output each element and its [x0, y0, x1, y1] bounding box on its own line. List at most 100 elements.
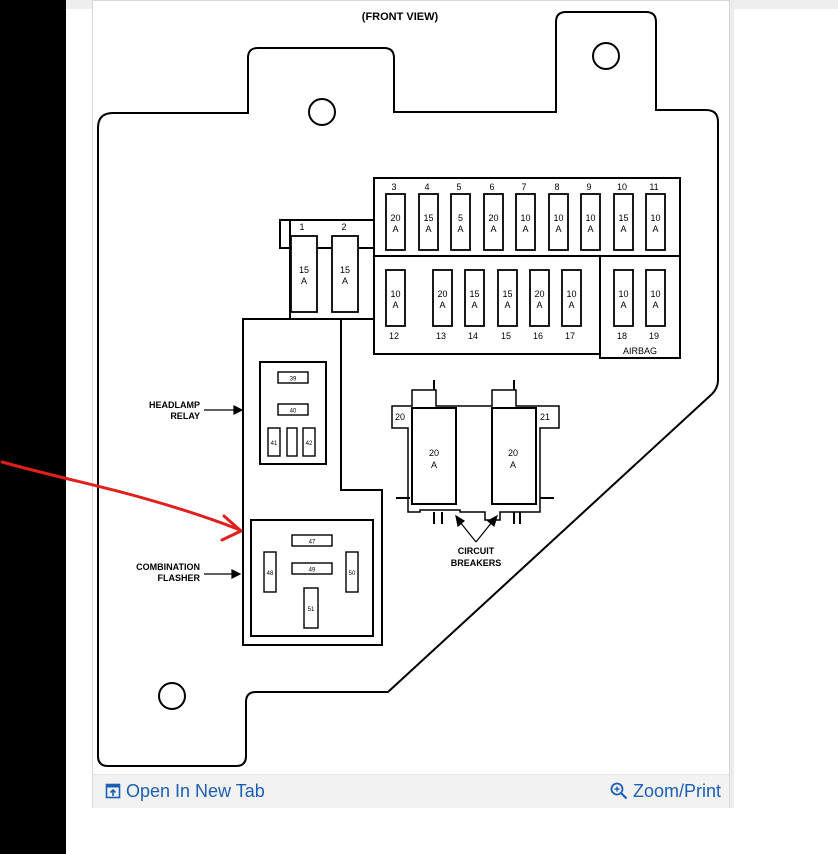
- mount-hole: [592, 42, 620, 70]
- fuse-body: [385, 193, 406, 251]
- pin-socket: [263, 551, 277, 593]
- fuse-unit: A: [587, 224, 593, 234]
- fuse-amp: 20: [534, 289, 544, 299]
- breaker-unit: A: [510, 460, 516, 470]
- zoom-print-link[interactable]: Zoom/Print: [610, 780, 721, 802]
- fuse-number: 5: [456, 182, 461, 192]
- fuse-body: [483, 193, 504, 251]
- pin-socket: [277, 371, 309, 384]
- pin-socket: [303, 587, 319, 629]
- fuse-number: 10: [617, 182, 627, 192]
- mount-hole: [308, 98, 336, 126]
- combination-flasher: [250, 519, 374, 637]
- fuse-body: [450, 193, 471, 251]
- pin-51: 51: [303, 587, 319, 629]
- fuse-amp: 15: [469, 289, 479, 299]
- fuse-unit: A: [425, 224, 431, 234]
- fuse-amp: 15: [618, 213, 628, 223]
- fuse-amp: 10: [650, 289, 660, 299]
- pin-socket: [291, 534, 333, 547]
- pin-socket-unlabeled: [286, 427, 298, 457]
- fuse-unit: A: [392, 224, 398, 234]
- fuse-body: [561, 269, 582, 327]
- headlamp-relay-label-1: HEADLAMP: [149, 400, 200, 410]
- pin-41: 41: [267, 427, 281, 457]
- fuse-body: [613, 193, 634, 251]
- fuse-body: [548, 193, 569, 251]
- fuse-unit: A: [471, 300, 477, 310]
- fuse-unit: A: [568, 300, 574, 310]
- fuse-number: 15: [501, 331, 511, 341]
- fuse-number: 3: [391, 182, 396, 192]
- mount-hole: [158, 682, 186, 710]
- fuse-number: 4: [424, 182, 429, 192]
- fuse-body: [331, 235, 359, 313]
- fuse-amp: 20: [488, 213, 498, 223]
- fuse-number: 9: [586, 182, 591, 192]
- fuse-body: [385, 269, 406, 327]
- pin-number: 39: [290, 377, 297, 383]
- circuit-breaker-21: 21 20 A: [491, 407, 550, 505]
- fuse-body: [645, 193, 666, 251]
- fuse-body: [432, 269, 453, 327]
- fuse-amp: 10: [390, 289, 400, 299]
- breaker-number: 21: [540, 412, 550, 422]
- circuit-breakers-label-1: CIRCUIT: [458, 546, 495, 556]
- pin-number: 48: [267, 571, 274, 577]
- fuse-unit: A: [504, 300, 510, 310]
- fuse-number: 1: [299, 222, 304, 232]
- fuse-unit: A: [522, 224, 528, 234]
- fuse-unit: A: [490, 224, 496, 234]
- fuse-unit: A: [536, 300, 542, 310]
- fuse-body: [290, 235, 318, 313]
- fuse-14: 14 15A: [464, 269, 485, 341]
- fuse-number: 13: [436, 331, 446, 341]
- circuit-breaker-housing: [391, 389, 560, 521]
- pin-number: 49: [309, 568, 316, 574]
- fuse-body: [645, 269, 666, 327]
- flasher-label-1: COMBINATION: [136, 562, 200, 572]
- fuse-amp: 10: [566, 289, 576, 299]
- pin-number: 50: [349, 571, 356, 577]
- fuse-unit: A: [392, 300, 398, 310]
- fuse-amp: 10: [650, 213, 660, 223]
- pin-socket: [267, 427, 281, 457]
- fuse-number: 14: [468, 331, 478, 341]
- fuse-unit: A: [457, 224, 463, 234]
- fuse-number: 2: [341, 222, 346, 232]
- fuse-12: 12 10A: [385, 269, 406, 341]
- pin-number: 51: [308, 607, 315, 613]
- fuse-number: 7: [521, 182, 526, 192]
- fuse-layer: 115A215A320A415A55A620A710A810A910A1015A…: [290, 182, 666, 341]
- fuse-body: [418, 193, 439, 251]
- fuse-body: [613, 269, 634, 327]
- pin-40: 40: [277, 403, 309, 416]
- fuse-unit: A: [652, 224, 658, 234]
- pin-50: 50: [345, 551, 359, 593]
- fuse-number: 12: [389, 331, 399, 341]
- fuse-number: 8: [554, 182, 559, 192]
- fuse-body: [529, 269, 550, 327]
- pin-number: 40: [290, 409, 297, 415]
- pin-socket: [345, 551, 359, 593]
- zoom-print-label: Zoom/Print: [632, 780, 721, 801]
- fuse-body: [515, 193, 536, 251]
- fuse-body: [464, 269, 485, 327]
- circuit-breaker-20: 20 20 A: [395, 407, 457, 505]
- pin-number: 47: [309, 540, 316, 546]
- open-in-new-tab-link[interactable]: Open In New Tab: [105, 780, 265, 802]
- pin-47: 47: [291, 534, 333, 547]
